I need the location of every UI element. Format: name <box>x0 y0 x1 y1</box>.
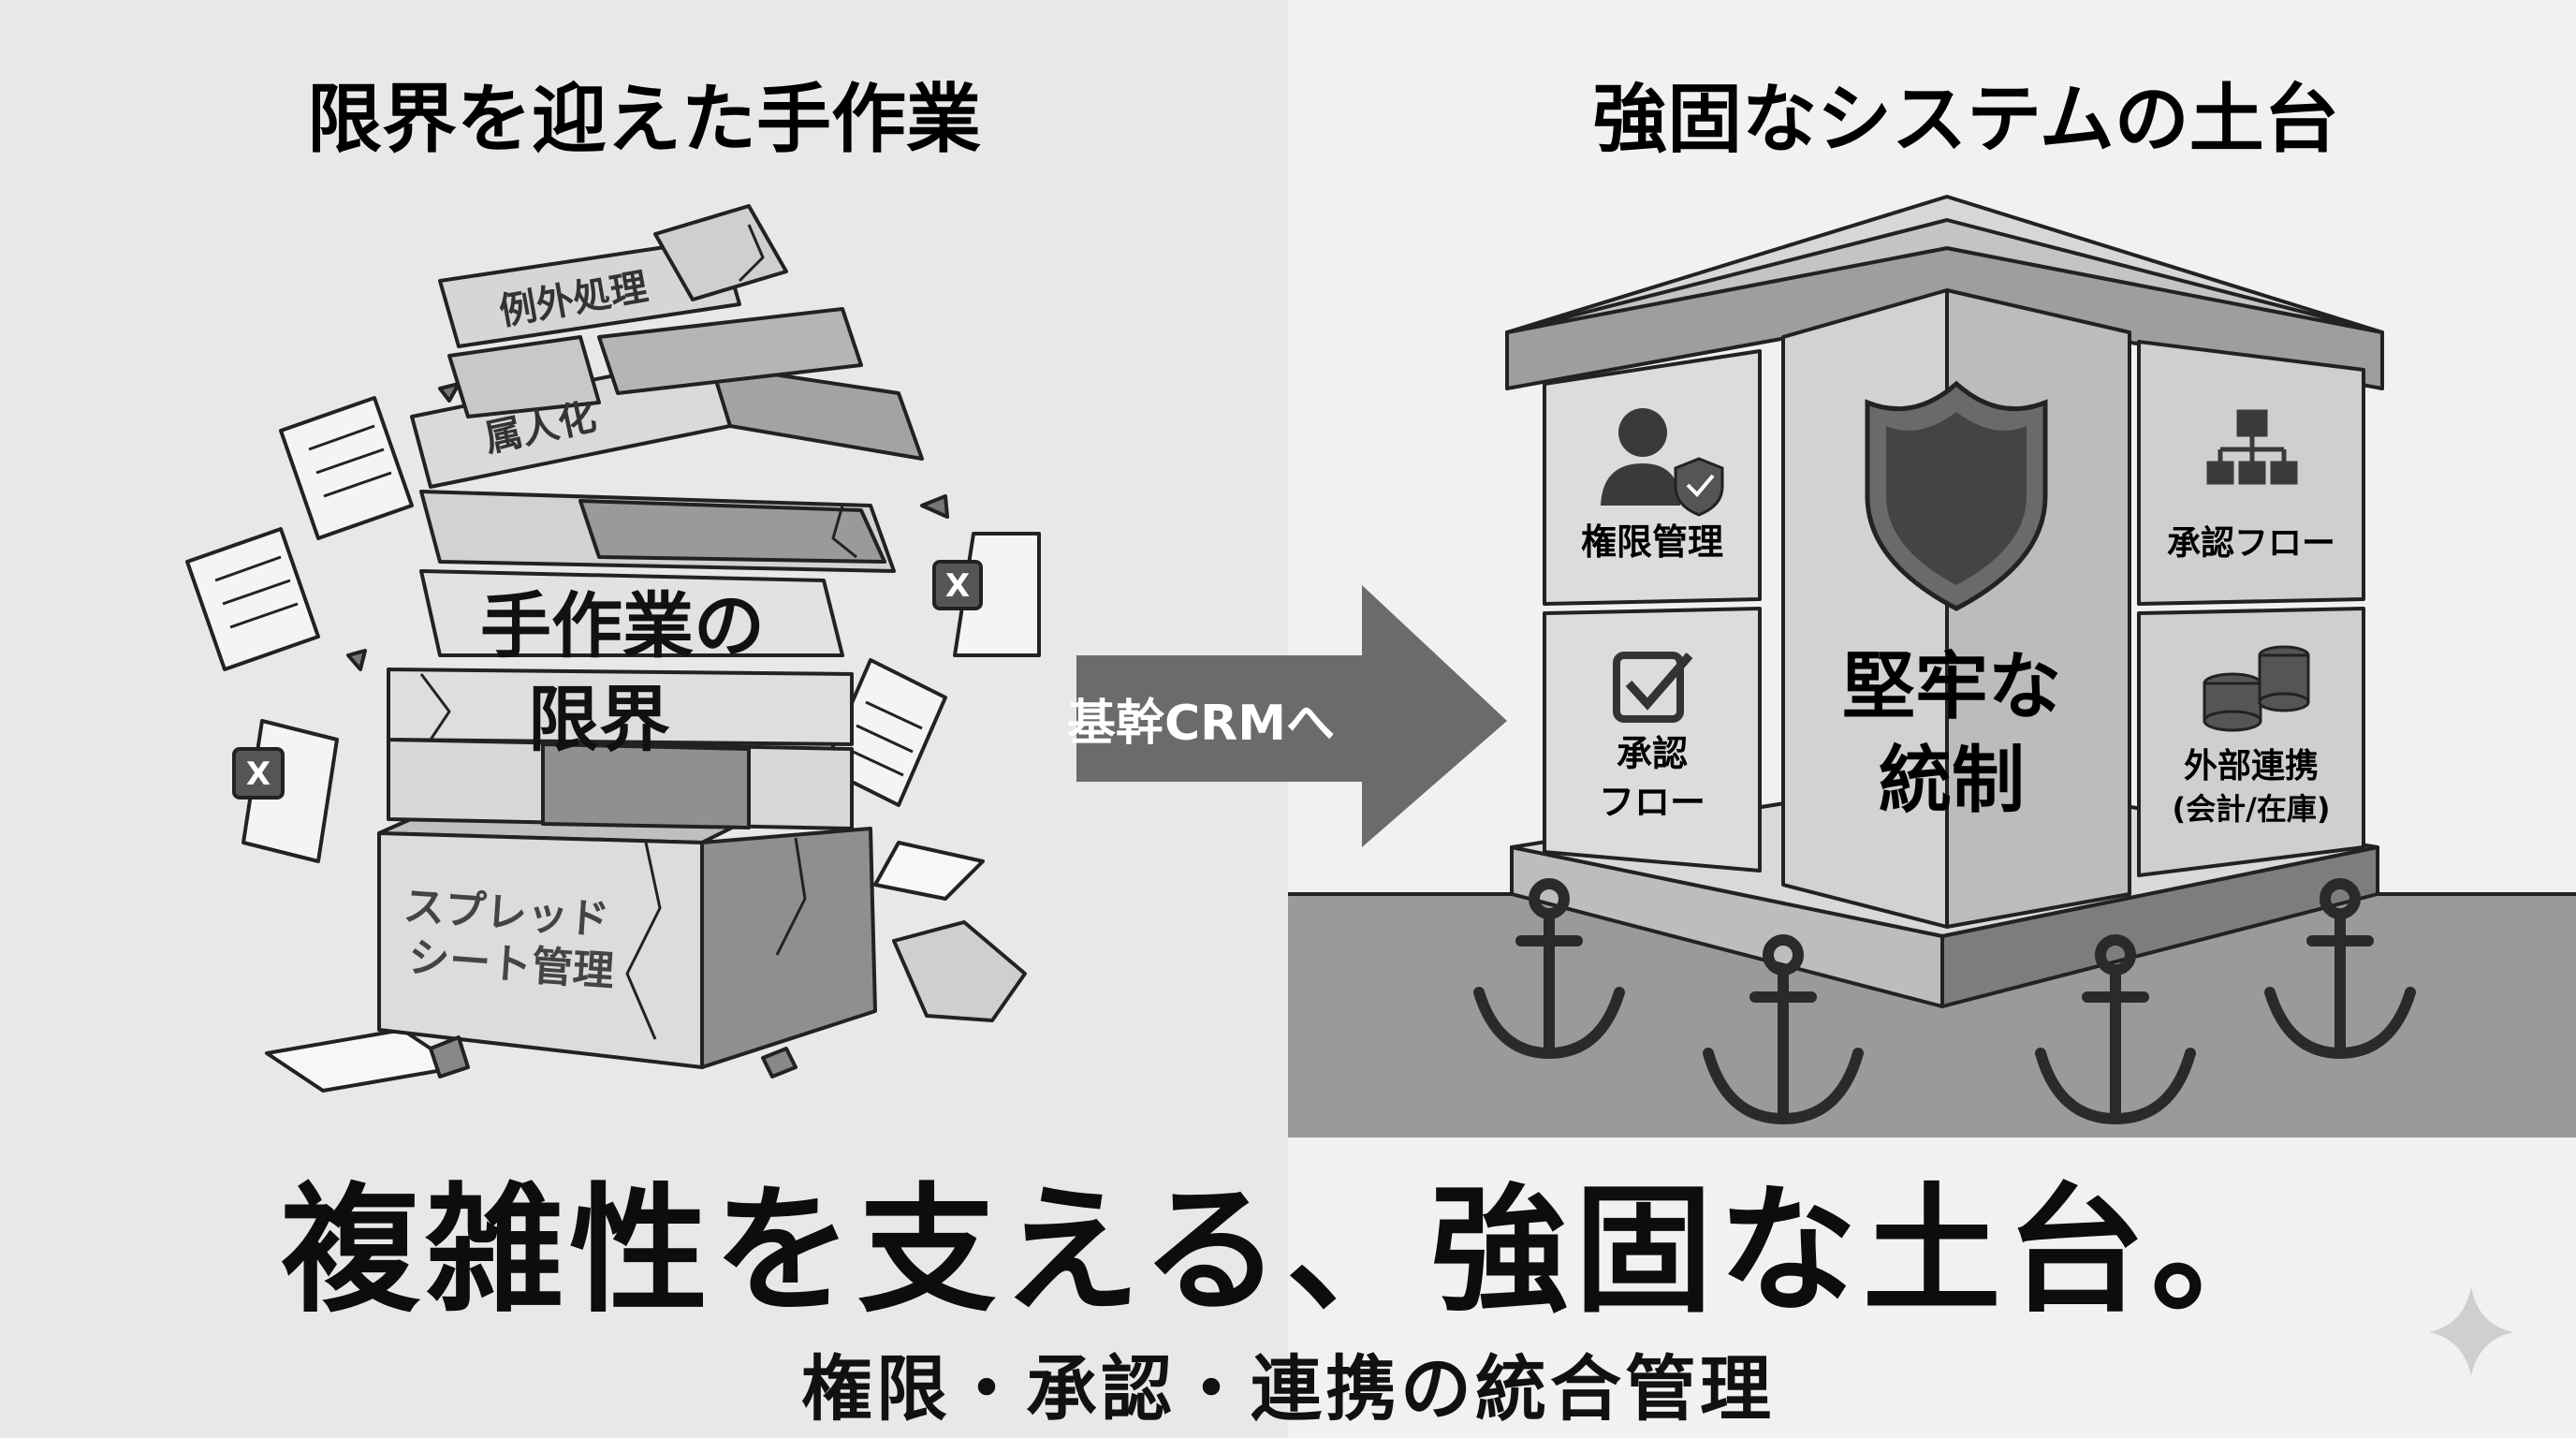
anchor-icon <box>2035 934 2196 1125</box>
spreadsheet-file-icon: X <box>932 532 1041 657</box>
document-icon <box>185 527 320 671</box>
core-label-2: 統制 <box>1879 739 2025 823</box>
module-label-external-2: (会計/在庫) <box>2173 791 2331 827</box>
module-label-approval-1: 承認 <box>1617 733 1688 774</box>
spreadsheet-file-icon: X <box>232 719 339 863</box>
main-headline: 複雑性を支える、強固な土台。 <box>281 1170 2295 1331</box>
anchor-icon <box>1473 878 1625 1060</box>
right-panel-title: 強固なシステムの土台 <box>1592 76 2339 163</box>
module-label-approval-2: フロー <box>1599 782 1705 823</box>
module-label-permission: 権限管理 <box>1581 521 1723 563</box>
block-label-manual-limit-2: 限界 <box>528 678 670 761</box>
block-label-manual-limit-1: 手作業の <box>480 584 765 668</box>
user-shield-icon <box>1601 408 1724 517</box>
transition-arrow <box>1076 585 1507 847</box>
hierarchy-icon <box>2206 409 2298 485</box>
database-icon <box>2203 645 2310 732</box>
checkbox-icon <box>1613 652 1693 723</box>
shield-icon <box>1865 380 2048 611</box>
loose-paper <box>873 841 985 901</box>
module-label-approval-flow: 承認フロー <box>2167 524 2335 563</box>
crumbling-tower: X X <box>185 204 1041 1093</box>
arrow-label: 基幹CRMへ <box>1067 696 1335 752</box>
excel-badge: X <box>246 756 271 793</box>
sparkle-icon <box>2429 1287 2513 1376</box>
excel-badge: X <box>945 567 970 605</box>
core-label-1: 堅牢な <box>1842 645 2061 729</box>
anchor-icon <box>2264 878 2416 1060</box>
sub-headline: 権限・承認・連携の統合管理 <box>801 1347 1775 1431</box>
document-icon <box>279 396 414 540</box>
anchor-icon <box>1703 934 1864 1125</box>
module-label-external-1: 外部連携 <box>2184 747 2319 785</box>
left-panel-title: 限界を迎えた手作業 <box>307 76 981 163</box>
